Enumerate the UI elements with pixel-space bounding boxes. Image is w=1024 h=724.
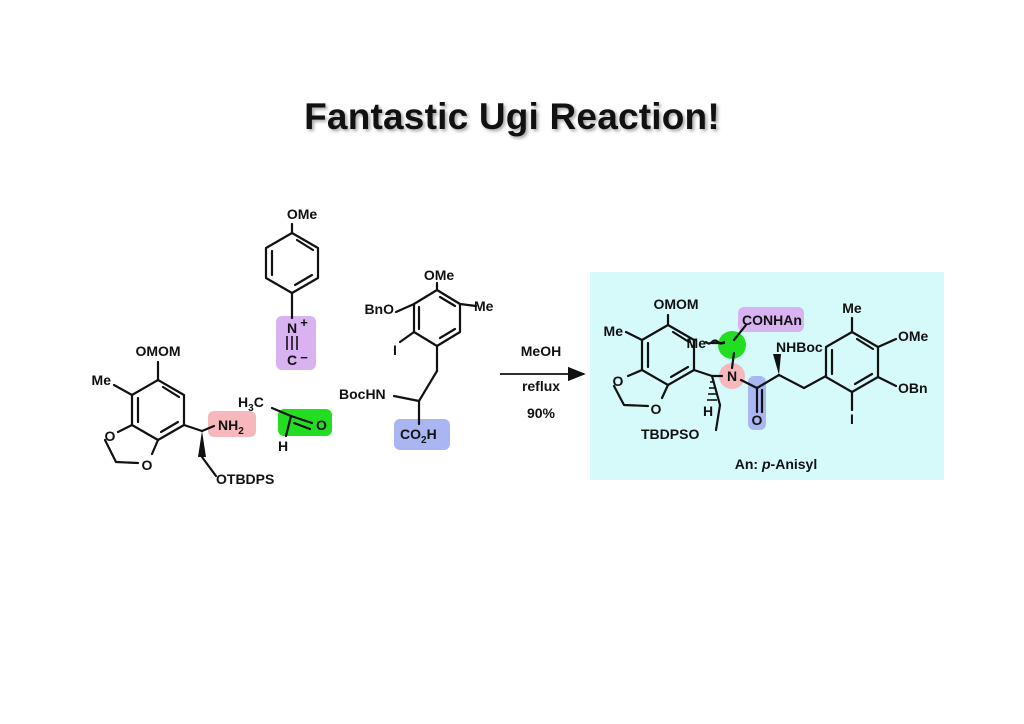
acid-bno: BnO (364, 301, 394, 317)
product-obn: OBn (898, 380, 928, 396)
condition-solvent: MeOH (521, 343, 561, 359)
product-omom: OMOM (653, 296, 698, 312)
aldehyde-h: H (278, 438, 288, 454)
acid-me: Me (474, 298, 494, 314)
aldehyde-structure: H3C O H (238, 394, 332, 454)
condition-yield: 90% (527, 405, 556, 421)
acid-bochn: BocHN (339, 386, 386, 402)
product-alpha-carbon-highlight (718, 331, 746, 359)
acid-ome: OMe (424, 267, 455, 283)
product-tbdpso: TBDPSO (641, 426, 699, 442)
product-h: H (703, 403, 713, 419)
product-me-alpha: Me (687, 335, 707, 351)
product-o-carbonyl: O (752, 412, 763, 428)
condition-temp: reflux (522, 378, 560, 394)
amine-nh2: NH2 (218, 417, 244, 437)
amine-o1: O (105, 428, 116, 444)
product-conhan-highlight (738, 307, 804, 332)
product-i: I (850, 411, 854, 427)
isocyanide-c: C (287, 352, 297, 368)
isocyanide-ome: OMe (287, 206, 318, 222)
product-structure: OMOM Me O O Me CONHAn N H TBDPSO O NHBoc… (590, 272, 944, 480)
product-box (590, 272, 944, 480)
isocyanide-minus: − (300, 350, 308, 365)
product-me-right: Me (842, 300, 862, 316)
product-nitrogen-highlight (719, 363, 745, 389)
reaction-conditions: MeOH reflux 90% (500, 343, 586, 421)
isocyanide-highlight (276, 316, 316, 370)
product-me-left: Me (604, 323, 624, 339)
product-anisyl-note: An: p-Anisyl (735, 456, 817, 472)
acid-highlight (394, 419, 450, 450)
acid-co2h: CO2H (400, 426, 437, 446)
acid-structure: OMe BnO Me I BocHN CO2H (339, 267, 494, 450)
aldehyde-o: O (316, 417, 327, 433)
product-conhan: CONHAn (742, 312, 802, 328)
amine-otbdps: OTBDPS (216, 471, 274, 487)
product-o1: O (613, 373, 624, 389)
amine-me: Me (92, 372, 112, 388)
isocyanide-structure: OMe N + C − (264, 206, 320, 370)
amine-o2: O (142, 457, 153, 473)
page-title: Fantastic Ugi Reaction! (304, 96, 720, 137)
isocyanide-plus: + (300, 315, 308, 330)
product-ome: OMe (898, 328, 929, 344)
product-n: N (727, 368, 737, 384)
isocyanide-n: N (287, 320, 297, 336)
aldehyde-h3c: H3C (238, 394, 264, 414)
amine-highlight (208, 411, 256, 437)
product-o2: O (651, 401, 662, 417)
acid-i: I (393, 342, 397, 358)
amine-structure: OMOM Me O O NH2 OTBDPS (92, 343, 275, 487)
amine-ring (103, 360, 218, 478)
product-nhboc: NHBoc (776, 339, 823, 355)
amine-omom: OMOM (135, 343, 180, 359)
